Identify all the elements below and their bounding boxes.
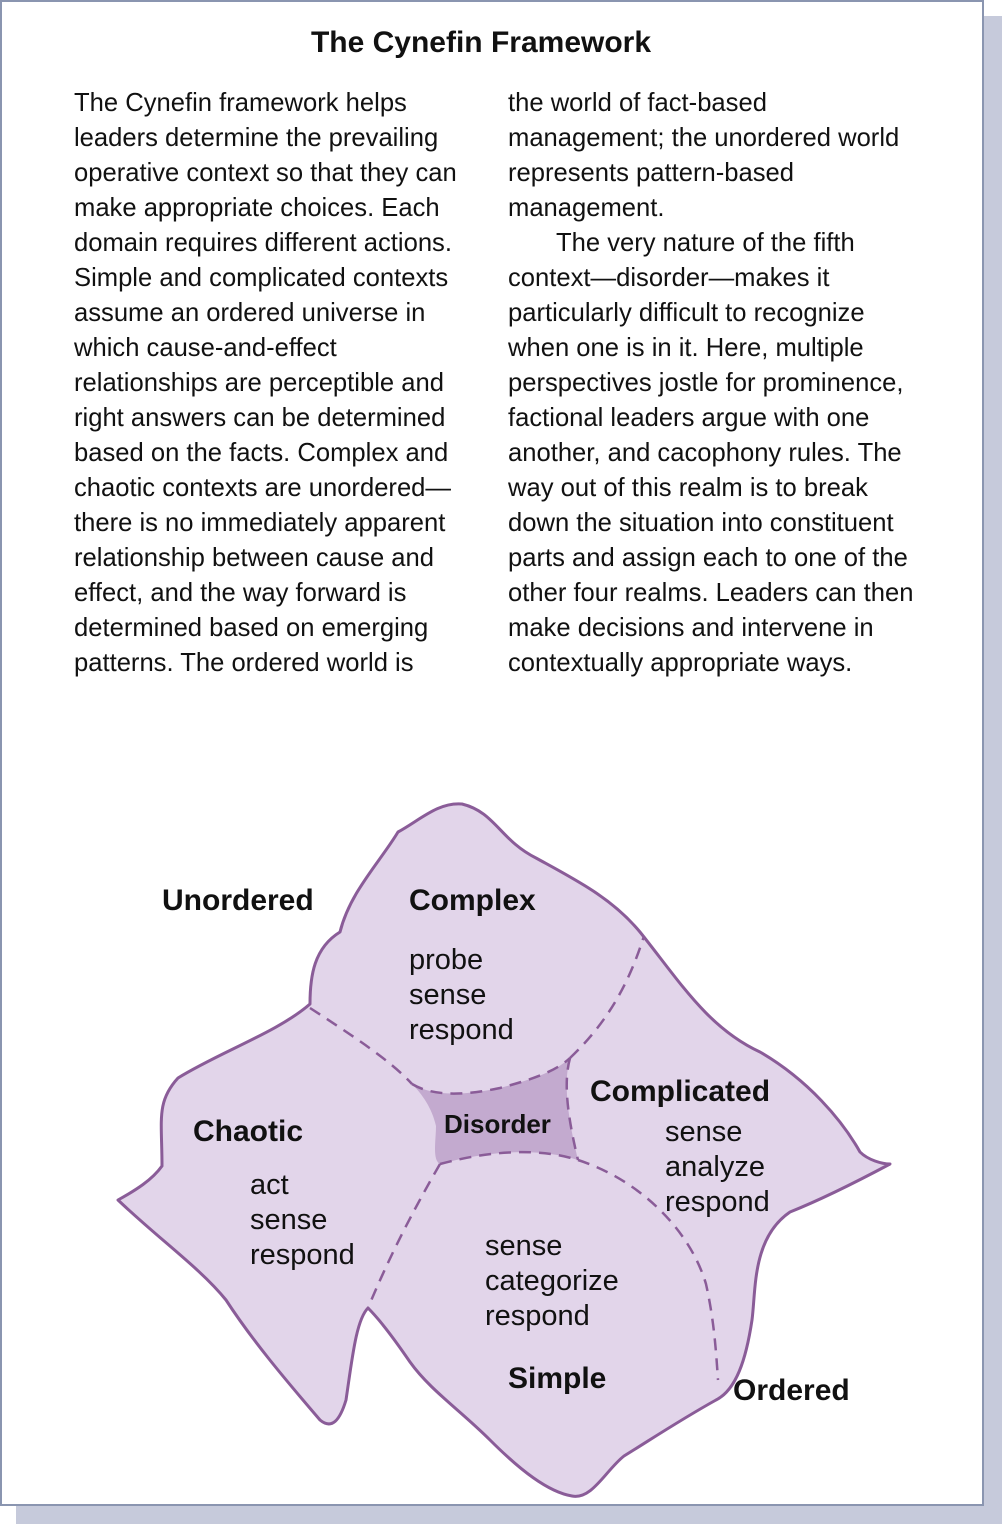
simple-step: categorize (485, 1265, 619, 1297)
complicated-step: respond (665, 1186, 770, 1218)
complex-domain-title: Complex (409, 884, 536, 917)
domain-boundaries (309, 935, 720, 1381)
boundary-complex-complicated (569, 935, 646, 1059)
cynefin-diagram: Unordered Ordered Complex probe sense re… (116, 802, 892, 1498)
unordered-label: Unordered (162, 884, 314, 917)
disorder-domain-title: Disorder (444, 1109, 551, 1139)
boundary-chaotic-simple (366, 1163, 442, 1309)
boundary-disorder-simple (439, 1150, 579, 1166)
chaotic-step: respond (250, 1239, 355, 1271)
text-column-right: the world of fact-based management; the … (508, 86, 928, 681)
boundary-disorder-complicated (565, 1057, 580, 1161)
complicated-domain-title: Complicated (590, 1075, 770, 1108)
complex-step: respond (409, 1014, 514, 1046)
paragraph-intro: The Cynefin framework helps leaders dete… (74, 89, 457, 677)
simple-step: respond (485, 1300, 590, 1332)
simple-domain-title: Simple (508, 1362, 606, 1395)
chaotic-domain-title: Chaotic (193, 1115, 303, 1148)
ordered-label: Ordered (733, 1374, 850, 1407)
chaotic-step: act (250, 1169, 289, 1201)
paragraph-continued: the world of fact-based management; the … (508, 89, 900, 222)
paragraph-disorder: The very nature of the fifth context—dis… (508, 229, 914, 677)
complex-step: probe (409, 944, 483, 976)
complicated-step: sense (665, 1116, 742, 1148)
boundary-complex-chaotic (309, 1006, 413, 1085)
complex-step: sense (409, 979, 486, 1011)
simple-step: sense (485, 1230, 562, 1262)
boundary-complex-disorder (411, 1057, 571, 1095)
text-column-left: The Cynefin framework helps leaders dete… (74, 86, 484, 681)
complicated-step: analyze (665, 1151, 765, 1183)
disorder-region (412, 1058, 578, 1164)
boundary-simple-complicated (577, 1158, 720, 1381)
page-title: The Cynefin Framework (310, 26, 652, 59)
chaotic-step: sense (250, 1204, 327, 1236)
